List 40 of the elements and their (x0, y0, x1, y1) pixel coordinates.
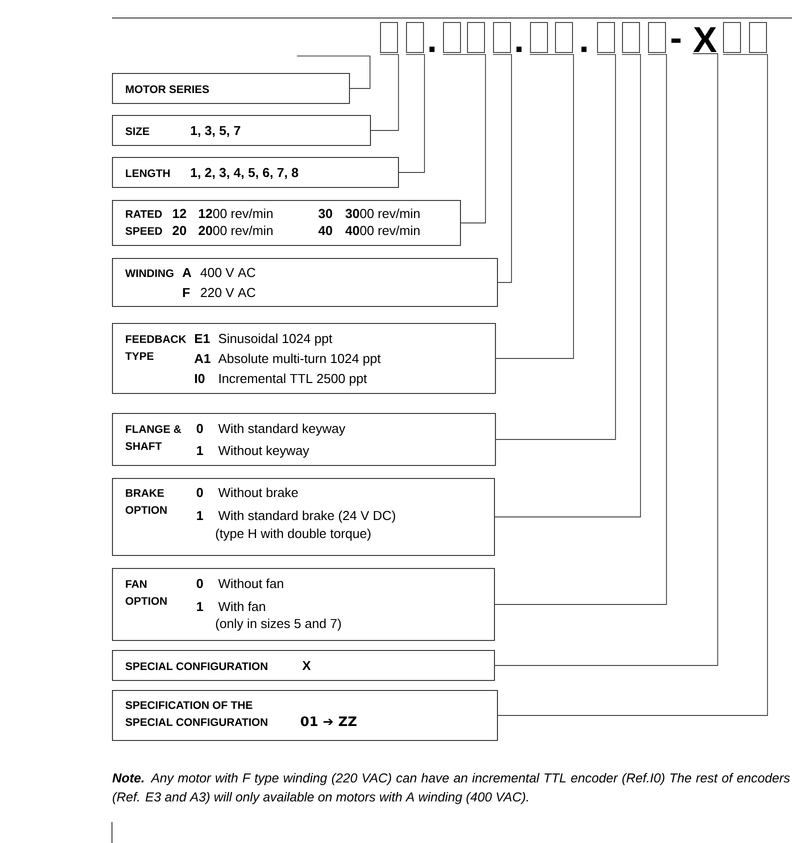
code-box (530, 22, 548, 53)
separator: . (516, 46, 522, 52)
leader-line (494, 54, 641, 518)
leader-line (494, 54, 667, 605)
option-box: BRAKE OPTION 0 Without brake 1 With standard brake (24 V DC) (type H with double torque) (112, 478, 495, 556)
leader-line (442, 54, 486, 224)
separator: - (671, 38, 681, 43)
option-box: FLANGE & SHAFT 0 With standard keyway 1 Without keyway (112, 413, 496, 466)
leader-line (492, 54, 512, 283)
code-box (597, 22, 615, 53)
code-box (467, 22, 485, 53)
code-box (443, 22, 461, 53)
leader-line (370, 54, 399, 131)
option-box: RATED SPEED 12 1200 rev/min 30 3000 rev/min 20 2000 rev/min 40 4000 rev/min (112, 200, 461, 246)
option-box: LENGTH 1, 2, 3, 4, 5, 6, 7, 8 (112, 157, 399, 188)
option-box: FAN OPTION 0 Without fan 1 With fan (only in sizes 5 and 7) (112, 568, 495, 641)
separator: . (581, 46, 587, 52)
code-box (380, 22, 398, 53)
code-box (406, 22, 424, 53)
leader-line (296, 56, 370, 89)
code-letter: X (693, 27, 717, 52)
code-box (493, 22, 511, 53)
code-box (555, 22, 573, 53)
option-box: SPECIAL CONFIGURATION X (112, 650, 495, 681)
code-box (622, 22, 640, 53)
note-text: Note. Any motor with F type winding (220 VAC) can have an incremental TTL encoder (Ref.I0) The rest of encoders (Ref. E3 and A3) will only available on motors with A winding (400 VAC). (112, 773, 790, 804)
leader-line (398, 54, 425, 173)
leader-line (496, 54, 616, 440)
separator: . (429, 46, 435, 52)
option-box: WINDING A 400 V AC F 220 V AC (112, 258, 498, 307)
option-box: SIZE 1, 3, 5, 7 (112, 115, 371, 146)
option-box: MOTOR SERIES (112, 73, 350, 104)
code-box (749, 22, 767, 53)
leader-line (498, 54, 768, 716)
option-box: SPECIFICATION OF THE SPECIAL CONFIGURATION 01 ➔ ZZ (112, 690, 498, 741)
leader-line (494, 53, 718, 666)
code-box (723, 22, 741, 53)
code-box (648, 22, 666, 53)
option-box: FEEDBACK TYPE E1 Sinusoidal 1024 ppt A1 Absolute multi-turn 1024 ppt I0 Incremental TTL 2500 ppt (112, 323, 496, 394)
leader-line (496, 54, 574, 359)
